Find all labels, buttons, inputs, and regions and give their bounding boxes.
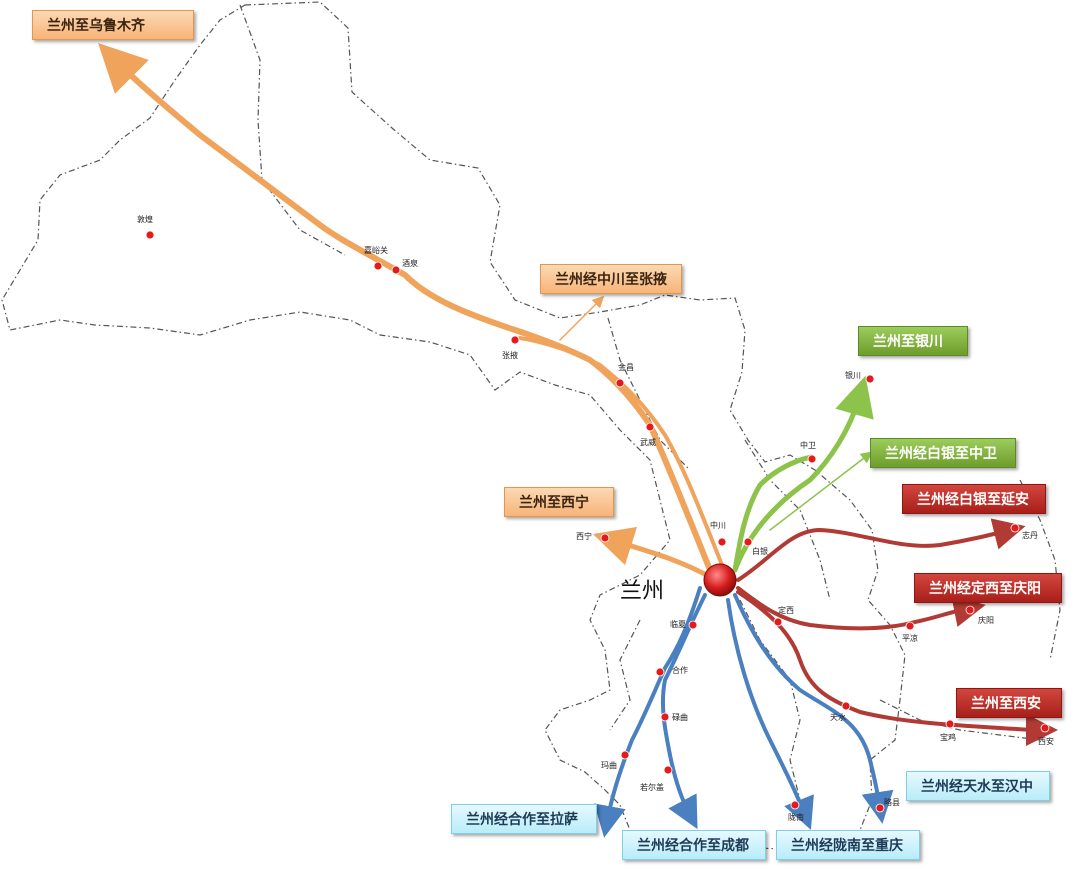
city-label-longnan: 陇南 [788,813,804,822]
route-line-zhangye-pointer [559,295,605,341]
route-label-qingyang: 兰州经定西至庆阳 [914,573,1062,603]
city-dot-hezuo [655,667,665,677]
city-label-baoji: 宝鸡 [940,733,956,742]
city-label-xining: 西宁 [576,532,592,541]
city-dot-yinchuan [865,374,875,384]
city-dot-tianshui [841,701,851,711]
route-line-urumqi [98,43,715,578]
city-dot-jiayuguan [373,261,383,271]
province-borders [1,1,1061,856]
route-line-chengdu [660,593,707,830]
city-dot-pingliang [905,621,915,631]
city-dot-jiuquan [391,265,401,275]
route-label-xining: 兰州至西宁 [504,487,614,517]
route-line-zhangye [518,336,724,567]
route-label-chengdu: 兰州经合作至成都 [622,830,766,860]
city-label-jiayuguan: 嘉峪关 [364,246,388,255]
city-dot-zhongchuan [717,537,727,547]
city-dot-xian [1040,723,1050,733]
city-dot-maqu [620,750,630,760]
city-dot-linxia [688,620,698,630]
route-label-yinchuan: 兰州至银川 [858,326,968,356]
city-label-zhangye: 张掖 [502,351,518,360]
city-label-qingyang: 庆阳 [978,616,994,625]
province-border-inner-1 [239,4,346,256]
city-dot-xining [600,533,610,543]
province-border-inner-6 [879,699,1041,741]
route-line-zhongwei-pointer [769,451,873,531]
province-border-inner-3 [744,439,831,601]
city-dot-baoji [945,719,955,729]
city-label-yinchuan: 银川 [845,371,861,380]
city-dot-zhidan [1010,523,1020,533]
city-label-lvexian: 略县 [884,798,900,807]
city-label-xian: 西安 [1038,737,1054,746]
city-label-baiyin: 白银 [752,547,768,556]
city-label-luqu: 碌曲 [672,713,688,722]
city-dot-qingyang [965,605,975,615]
route-label-urumqi: 兰州至乌鲁木齐 [32,10,194,40]
city-label-zhidan: 志丹 [1022,531,1038,540]
route-label-lhasa: 兰州经合作至拉萨 [451,804,597,834]
city-label-zhongchuan: 中川 [710,521,726,530]
route-line-zhongwei [732,454,815,573]
city-dot-lvexian [875,803,885,813]
hub-label: 兰州 [620,579,665,604]
province-border-inner-2 [607,317,691,471]
city-dot-ruoergai [663,765,673,775]
province-border-inner-5 [609,619,641,731]
province-border-outer [1,1,906,856]
city-label-pingliang: 平凉 [902,634,918,643]
city-label-jiuquan: 酒泉 [402,259,418,268]
route-line-yinchuan [732,375,874,573]
city-label-dingxi: 定西 [778,606,794,615]
city-label-zhongwei: 中卫 [800,441,816,450]
province-border-inner-4 [739,599,801,801]
city-dot-jinchang [615,378,625,388]
route-label-hanzhong: 兰州经天水至汉中 [906,771,1050,801]
city-label-jinchang: 金昌 [618,363,634,372]
city-dot-longnan [790,800,800,810]
route-label-zhongwei: 兰州经白银至中卫 [870,438,1016,468]
city-dot-zhangye [510,335,520,345]
city-label-dunhuang: 敦煌 [137,215,153,224]
city-dots [145,230,1050,813]
route-label-zhangye: 兰州经中川至张掖 [540,264,682,294]
route-label-chongqing: 兰州经陇南至重庆 [776,830,920,860]
city-label-tianshui: 天水 [830,713,846,722]
route-line-xining [592,526,715,581]
route-line-xian [736,590,1058,746]
city-label-hezuo: 合作 [672,666,688,675]
route-line-chongqing [726,598,814,830]
city-dot-baiyin [743,537,753,547]
city-dot-zhongwei [807,454,817,464]
hub-marker [703,563,737,597]
city-dot-wuwei [645,422,655,432]
city-label-maqu: 玛曲 [601,761,617,770]
route-line-hanzhong [733,593,894,824]
city-label-linxia: 临夏 [670,620,686,629]
route-label-xian: 兰州至西安 [956,688,1062,718]
route-line-yanan [736,518,1026,582]
city-dot-luqu [660,712,670,722]
route-line-lhasa [594,586,702,838]
city-dot-dunhuang [145,230,155,240]
city-label-wuwei: 武威 [640,438,656,447]
city-dot-dingxi [773,617,783,627]
route-label-yanan: 兰州经白银至延安 [902,484,1046,514]
route-line-qingyang [736,586,986,631]
city-label-ruoergai: 若尔盖 [640,783,664,792]
